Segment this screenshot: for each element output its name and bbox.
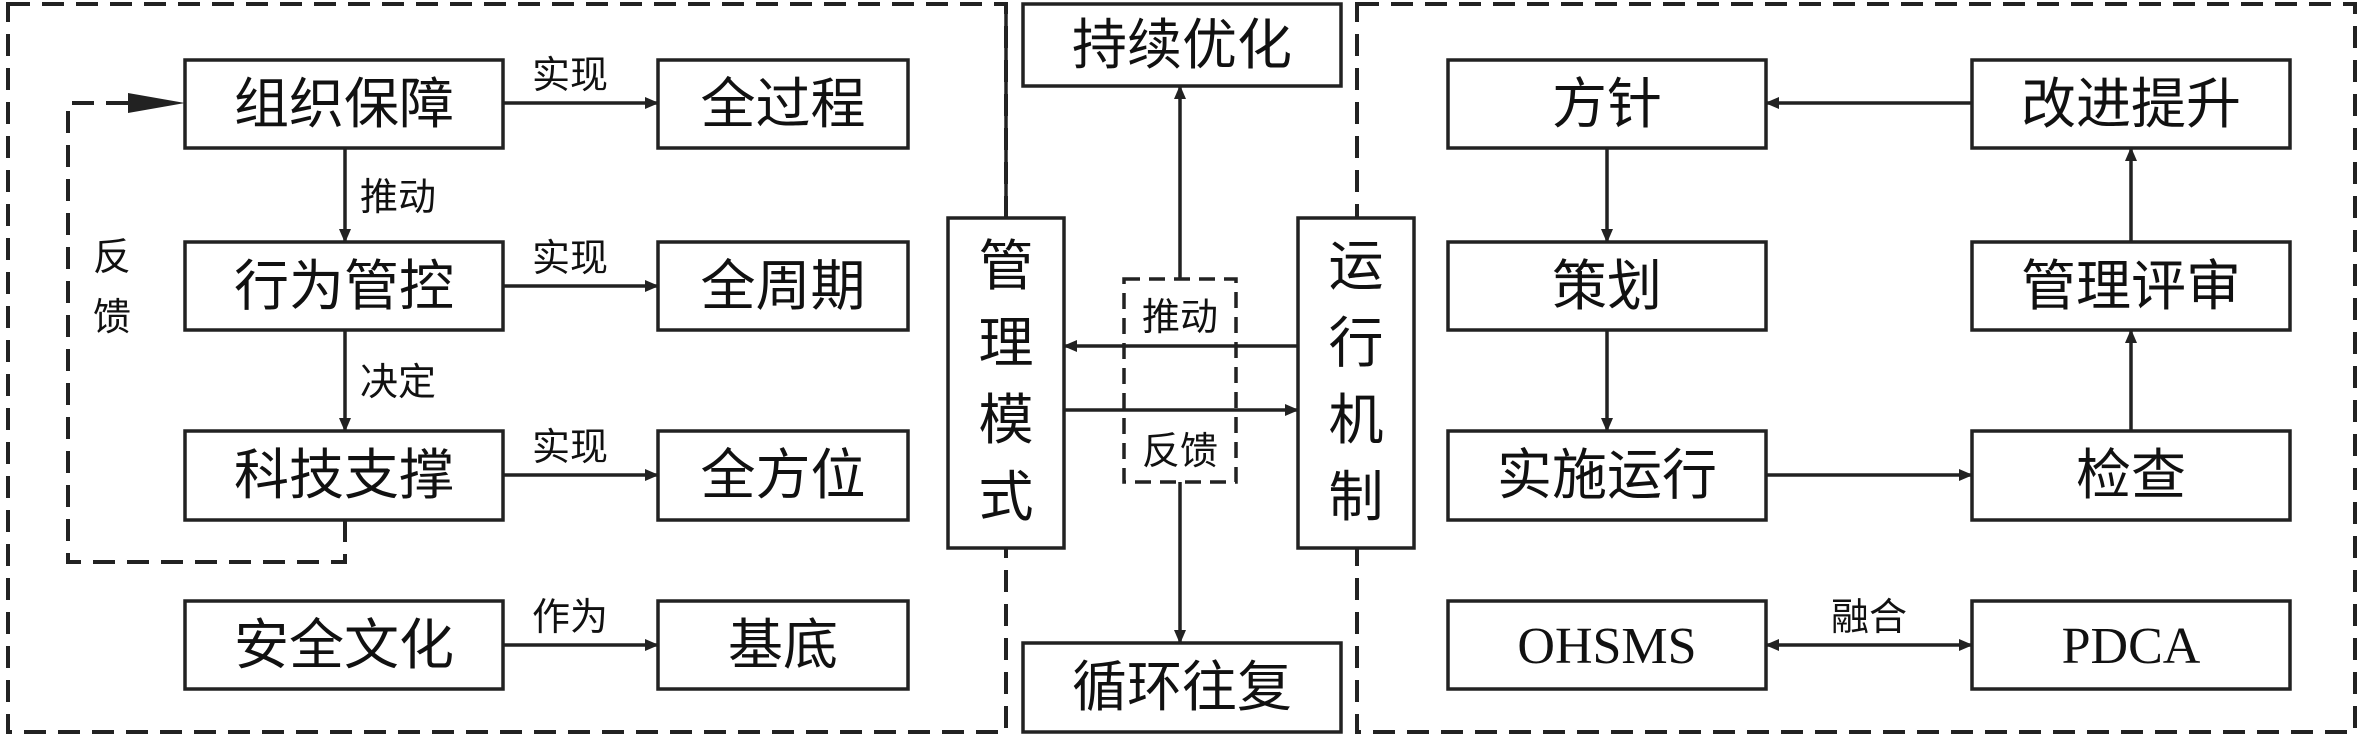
all-round-label: 全方位 xyxy=(700,443,865,507)
feedback-label-top: 反 xyxy=(93,235,131,279)
continuous-optimization-label: 持续优化 xyxy=(1072,13,1292,77)
tech-support-box xyxy=(183,429,505,522)
mode-char-2: 理 xyxy=(978,311,1033,375)
cycle-repeat-label: 循环往复 xyxy=(1072,655,1292,719)
improve-box xyxy=(1970,58,2292,150)
tech-support-label: 科技支撑 xyxy=(234,443,454,507)
as-label: 作为 xyxy=(532,595,608,639)
pdca-label: PDCA xyxy=(2062,618,2201,675)
ohsms-box xyxy=(1446,599,1768,691)
mechanism-char-1: 运 xyxy=(1328,234,1383,298)
safety-culture-label: 安全文化 xyxy=(234,613,454,677)
realize-label-1: 实现 xyxy=(532,53,608,97)
policy-label: 方针 xyxy=(1552,72,1662,136)
decide-label: 决定 xyxy=(360,360,436,404)
cycle-repeat-box xyxy=(1021,641,1343,734)
management-mode-box xyxy=(946,216,1066,550)
policy-box xyxy=(1446,58,1768,150)
implementation-label: 实施运行 xyxy=(1497,443,1717,507)
operation-mechanism-box xyxy=(1296,216,1416,550)
feedback-loop-line xyxy=(66,101,347,564)
planning-label: 策划 xyxy=(1552,254,1662,318)
center-feedback-label: 反馈 xyxy=(1142,429,1218,473)
all-round-box xyxy=(656,429,910,522)
whole-process-box xyxy=(656,58,910,150)
mechanism-char-3: 机 xyxy=(1328,388,1383,452)
feedback-label-bg xyxy=(1132,422,1228,472)
review-label: 管理评审 xyxy=(2021,254,2241,318)
mode-char-4: 式 xyxy=(978,465,1033,529)
mechanism-char-4: 制 xyxy=(1328,465,1383,529)
check-label: 检查 xyxy=(2076,443,2186,507)
right-section-frame xyxy=(1355,2,2357,734)
realize-label-2: 实现 xyxy=(532,236,608,280)
center-push-label: 推动 xyxy=(1142,295,1218,339)
feedback-arrowhead xyxy=(128,93,185,113)
mechanism-char-2: 行 xyxy=(1328,311,1383,375)
fusion-label: 融合 xyxy=(1831,595,1907,639)
foundation-label: 基底 xyxy=(728,613,838,677)
implementation-box xyxy=(1446,429,1768,522)
planning-box xyxy=(1446,240,1768,332)
pdca-box xyxy=(1970,599,2292,691)
feedback-label-bottom: 馈 xyxy=(93,295,131,339)
improve-label: 改进提升 xyxy=(2021,72,2241,136)
push-label-bg xyxy=(1132,288,1228,338)
foundation-box xyxy=(656,599,910,691)
whole-cycle-label: 全周期 xyxy=(700,254,865,318)
mode-char-1: 管 xyxy=(978,234,1033,298)
mode-char-3: 模 xyxy=(978,388,1033,452)
behavior-control-box xyxy=(183,240,505,332)
whole-cycle-box xyxy=(656,240,910,332)
push-label: 推动 xyxy=(360,175,436,219)
behavior-control-label: 行为管控 xyxy=(234,254,454,318)
review-box xyxy=(1970,240,2292,332)
realize-label-3: 实现 xyxy=(532,425,608,469)
whole-process-label: 全过程 xyxy=(700,72,865,136)
ohsms-label: OHSMS xyxy=(1517,618,1696,675)
organization-guarantee-label: 组织保障 xyxy=(234,72,454,136)
